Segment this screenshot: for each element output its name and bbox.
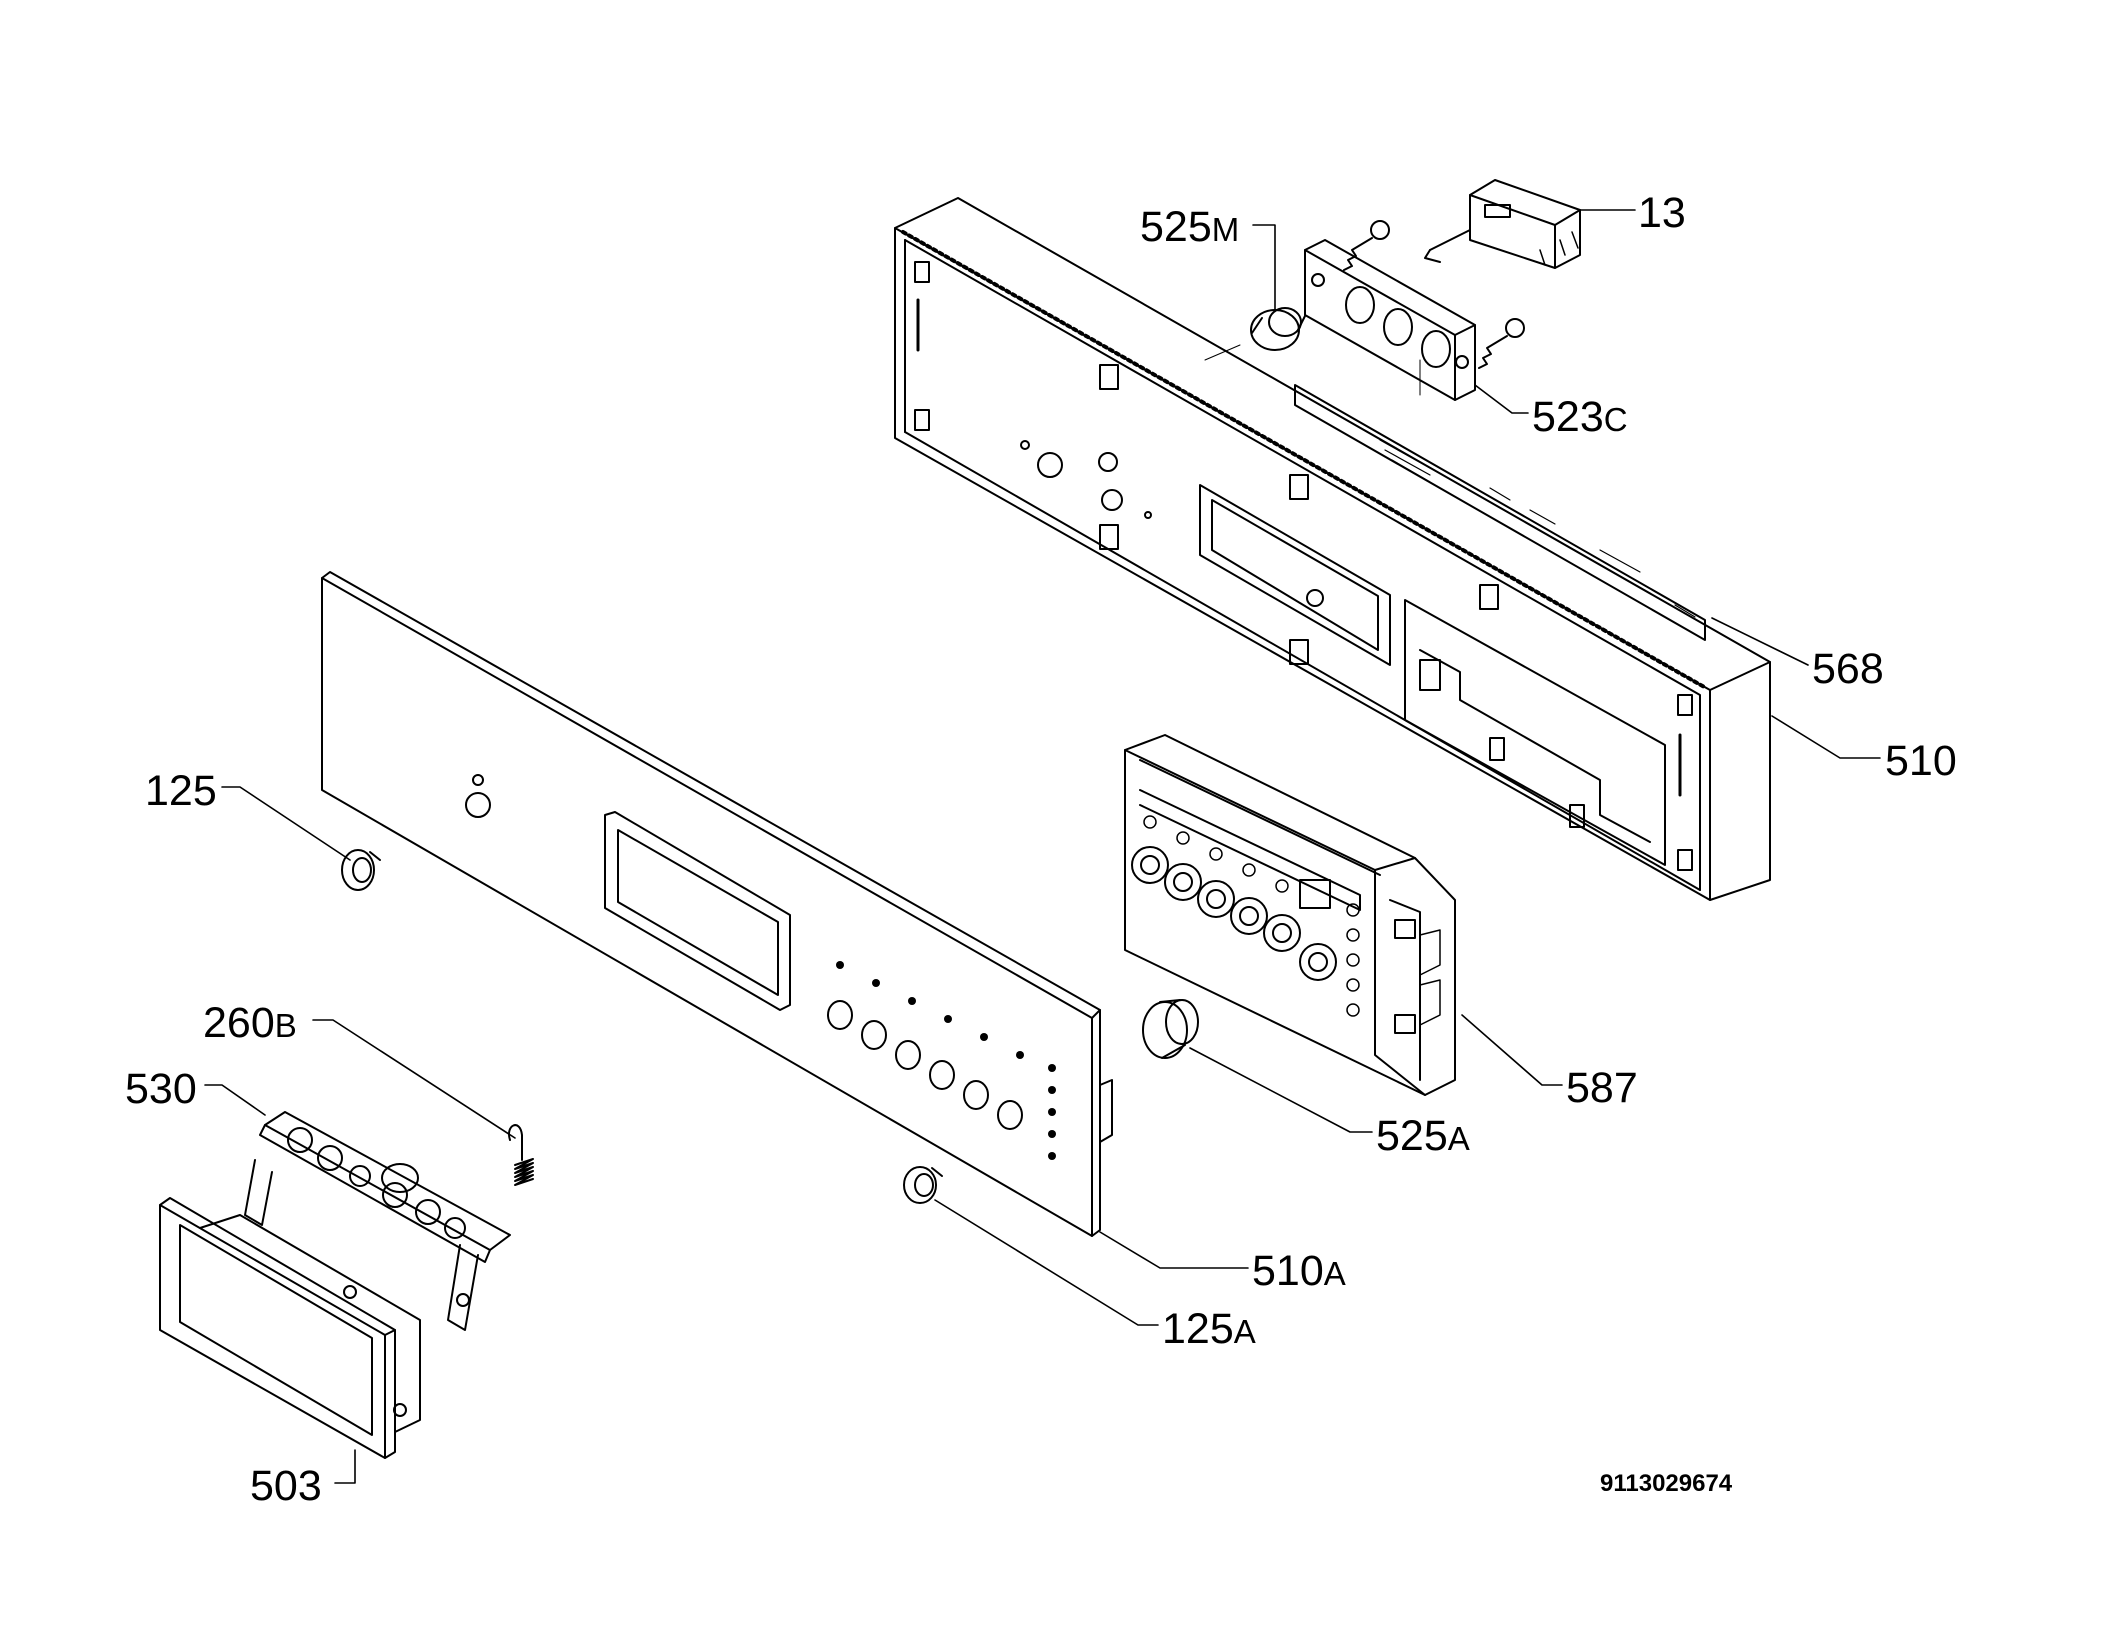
- screw-lower: [1478, 318, 1525, 369]
- handle-bezel: [159, 1197, 421, 1459]
- label-510: 510: [1885, 740, 1957, 783]
- document-number: 9113029674: [1600, 1470, 1733, 1497]
- main-switch: [1424, 179, 1581, 269]
- handle-mechanism: [244, 1111, 511, 1331]
- switch-bracket: [1304, 239, 1476, 401]
- label-503: 503: [250, 1465, 322, 1508]
- ring-125: [341, 849, 381, 891]
- label-13-num: 13: [1638, 189, 1686, 237]
- label-125a: 125A: [1162, 1308, 1256, 1351]
- label-510a-num: 510: [1252, 1247, 1324, 1295]
- knob-525a: [1142, 999, 1199, 1059]
- label-260b: 260B: [203, 1002, 297, 1045]
- label-125: 125: [145, 770, 217, 813]
- label-510-num: 510: [1885, 737, 1957, 785]
- label-568-num: 568: [1812, 645, 1884, 693]
- label-523c-num: 523: [1532, 393, 1604, 441]
- label-523c: 523C: [1532, 396, 1628, 439]
- front-fascia-panel: [321, 571, 1113, 1237]
- label-525m-num: 525: [1140, 203, 1212, 251]
- label-13: 13: [1638, 192, 1686, 235]
- label-530-num: 530: [125, 1065, 197, 1113]
- label-587: 587: [1566, 1067, 1638, 1110]
- module-dials: [1131, 846, 1337, 981]
- ring-125a: [903, 1166, 943, 1204]
- label-503-num: 503: [250, 1462, 322, 1510]
- rear-panel-frame: [894, 197, 1771, 901]
- label-525a-suf: A: [1447, 1120, 1470, 1157]
- label-260b-suf: B: [274, 1007, 297, 1044]
- label-525a: 525A: [1376, 1115, 1470, 1158]
- label-510a: 510A: [1252, 1250, 1346, 1293]
- label-125a-suf: A: [1233, 1313, 1256, 1350]
- label-530: 530: [125, 1068, 197, 1111]
- electronic-module: [1124, 734, 1456, 1096]
- label-525m-suf: M: [1211, 211, 1240, 248]
- label-260b-num: 260: [203, 999, 275, 1047]
- label-587-num: 587: [1566, 1064, 1638, 1112]
- knob-525m: [1204, 307, 1306, 361]
- label-510a-suf: A: [1323, 1255, 1346, 1292]
- label-125-num: 125: [145, 767, 217, 815]
- label-125a-num: 125: [1162, 1305, 1234, 1353]
- label-525m: 525M: [1140, 206, 1239, 249]
- label-523c-suf: C: [1603, 401, 1628, 438]
- leader-lines: [204, 209, 1881, 1484]
- screw-upper: [1343, 220, 1390, 271]
- spring: [508, 1124, 534, 1186]
- label-525a-num: 525: [1376, 1112, 1448, 1160]
- label-568: 568: [1812, 648, 1884, 691]
